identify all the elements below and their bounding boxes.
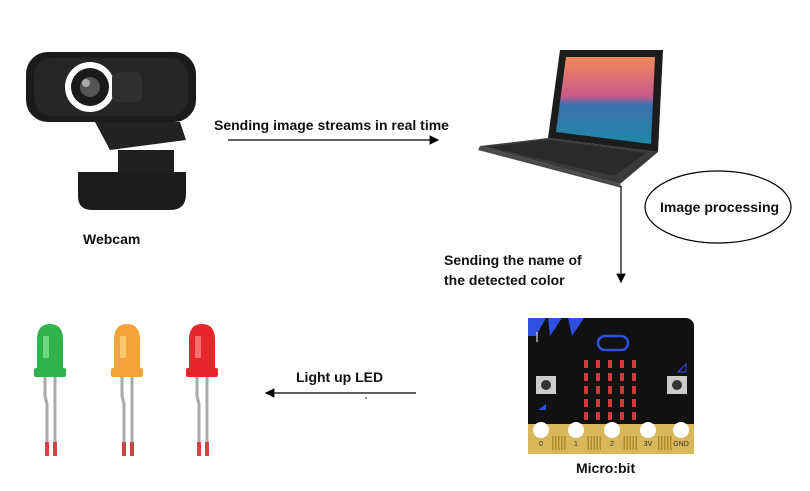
microbit-matrix-led: [608, 373, 612, 381]
microbit-matrix-led: [620, 386, 624, 394]
microbit-pin-label: 2: [610, 441, 614, 448]
edge-label-image-streams: Sending image streams in real time: [214, 117, 449, 133]
microbit-matrix-led: [620, 360, 624, 368]
edge-label-color-name-line2: the detected color: [444, 272, 565, 288]
microbit-matrix-led: [596, 386, 600, 394]
microbit-matrix-led: [608, 386, 612, 394]
image-processing-label: Image processing: [660, 199, 780, 215]
microbit-matrix-led: [632, 373, 636, 381]
led-3: [186, 324, 218, 456]
microbit-pin-label: GND: [673, 441, 689, 448]
edge-label-light-up-led: Light up LED: [296, 369, 384, 385]
led-2: [111, 324, 143, 456]
microbit-matrix-led: [596, 399, 600, 407]
microbit-pin-label: 0: [539, 441, 543, 448]
microbit-matrix-led: [584, 386, 588, 394]
microbit-matrix-led: [632, 386, 636, 394]
webcam-image: [26, 52, 196, 210]
microbit-matrix-led: [596, 373, 600, 381]
microbit-pin-label: 1: [574, 441, 578, 448]
microbit-matrix-led: [584, 412, 588, 420]
image-processing-ellipse: [644, 170, 792, 244]
microbit-matrix-led: [608, 360, 612, 368]
laptop-image: [478, 50, 663, 188]
microbit-pin-hole: [673, 422, 689, 438]
microbit-matrix-led: [632, 360, 636, 368]
microbit-pin-hole: [568, 422, 584, 438]
microbit-pin-label: 3V: [644, 441, 653, 448]
microbit-matrix-led: [584, 360, 588, 368]
microbit-pin-hole: [533, 422, 549, 438]
microbit-matrix-led: [632, 412, 636, 420]
webcam-label: Webcam: [83, 231, 141, 247]
microbit-matrix-led: [620, 412, 624, 420]
edge-label-color-name-line1: Sending the name of: [444, 252, 582, 268]
microbit-matrix-led: [608, 412, 612, 420]
led-1: [34, 324, 66, 456]
microbit-matrix-led: [584, 399, 588, 407]
microbit-label: Micro:bit: [576, 460, 636, 476]
microbit-matrix-led: [596, 412, 600, 420]
microbit-matrix-led: [632, 399, 636, 407]
microbit-matrix-led: [620, 399, 624, 407]
microbit-pin-hole: [604, 422, 620, 438]
microbit-pin-hole: [640, 422, 656, 438]
led-group: [34, 324, 218, 456]
microbit-matrix-led: [584, 373, 588, 381]
microbit-matrix-led: [608, 399, 612, 407]
microbit-matrix-led: [620, 373, 624, 381]
microbit-image: 0 1 2 3V GND: [528, 318, 694, 454]
microbit-matrix-led: [596, 360, 600, 368]
